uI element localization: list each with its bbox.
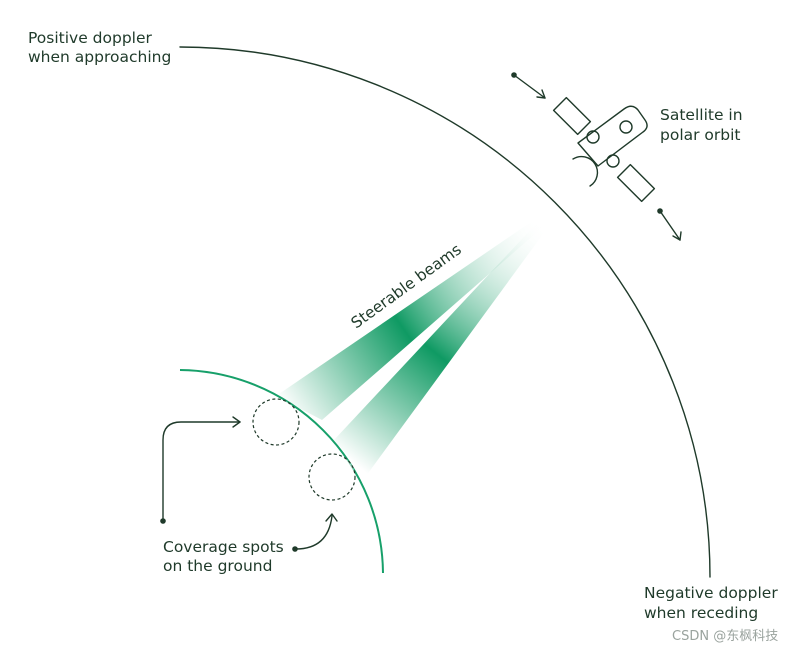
orbit-motion-arrows [511, 72, 682, 241]
coverage-pointer-arrows [160, 416, 338, 552]
coverage-spots-label: Coverage spots on the ground [163, 538, 289, 575]
positive-doppler-label: Positive doppler when approaching [28, 29, 171, 66]
coverage-spot-1 [252, 398, 300, 446]
steerable-beam-1 [276, 220, 544, 420]
negative-doppler-label: Negative doppler when receding [644, 584, 783, 622]
coverage-spot-2 [308, 453, 356, 501]
satellite-label: Satellite in polar orbit [660, 106, 747, 144]
watermark: CSDN @东枫科技 [672, 629, 778, 644]
satellite-icon [552, 96, 656, 203]
ground-arc [179, 369, 384, 574]
steerable-beam-2 [334, 224, 546, 476]
orbit-arc [179, 46, 711, 578]
